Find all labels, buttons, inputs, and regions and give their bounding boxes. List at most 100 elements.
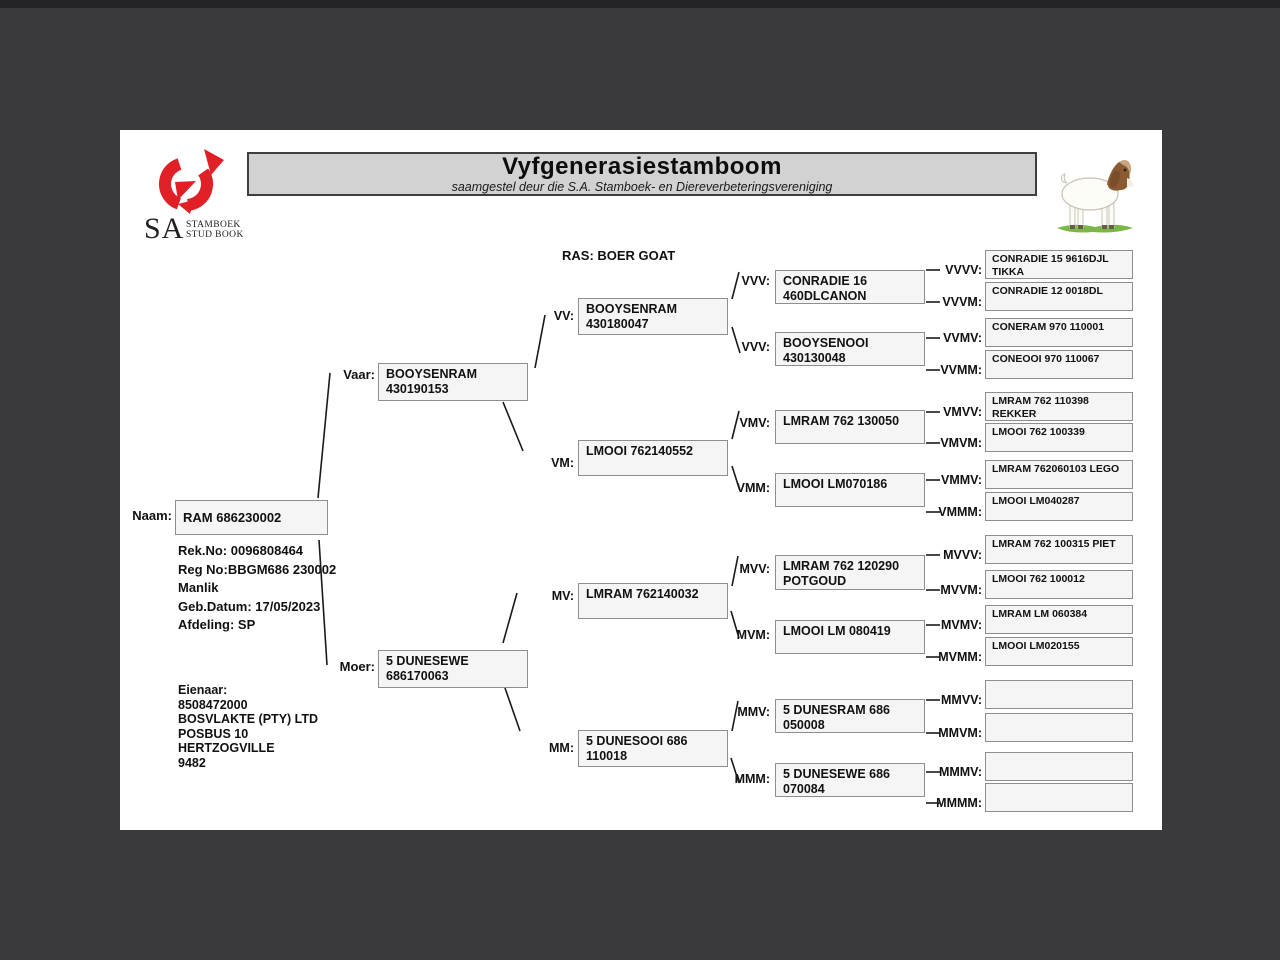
- mvv-name: LMRAM 762 120290: [783, 559, 900, 573]
- sa-stamboek-logo: SA STAMBOEK STUD BOOK: [144, 148, 264, 245]
- mvvv-box: LMRAM 762 100315 PIET: [985, 535, 1133, 564]
- vvmv-label: VVMV:: [943, 331, 982, 345]
- vv-label: VV:: [553, 309, 574, 323]
- mmvm-box: [985, 713, 1133, 742]
- vvv2-box: BOOYSENOOI 430130048: [775, 332, 925, 366]
- vvmm-label: VVMM:: [940, 363, 982, 377]
- window-top-strip: [0, 0, 1280, 8]
- mmm-number: 070084: [783, 782, 825, 796]
- owner-line: HERTZOGVILLE: [178, 741, 275, 756]
- vvv2-number: 430130048: [783, 351, 846, 365]
- mv-box: LMRAM 762140032: [578, 583, 728, 619]
- vmvv-box: LMRAM 762 110398 REKKER: [985, 392, 1133, 421]
- vvv2-name: BOOYSENOOI: [783, 336, 869, 350]
- vmv-box: LMRAM 762 130050: [775, 410, 925, 444]
- mmvv-label: MMVV:: [941, 693, 982, 707]
- vvvm-box: CONRADIE 12 0018DL: [985, 282, 1133, 311]
- vv-name: BOOYSENRAM: [586, 302, 677, 316]
- owner-heading: Eienaar:: [178, 683, 228, 697]
- mvmm-label: MVMM:: [938, 650, 982, 664]
- mm-box: 5 DUNESOOI 686 110018: [578, 730, 728, 767]
- mm-name: 5 DUNESOOI 686: [586, 734, 688, 748]
- mmmv-box: [985, 752, 1133, 781]
- mmm-name: 5 DUNESEWE 686: [783, 767, 890, 781]
- vvv1-label: VVV:: [741, 274, 771, 288]
- page-subtitle: saamgestel deur die S.A. Stamboek- en Di…: [451, 180, 833, 194]
- mvv-label: MVV:: [739, 562, 770, 576]
- pedigree-document-page: SA STAMBOEK STUD BOOK Vyfgenerasiestambo…: [120, 130, 1162, 830]
- moer-number: 686170063: [386, 669, 449, 683]
- division: Afdeling: SP: [178, 617, 256, 632]
- mvmv-label: MVMV:: [941, 618, 982, 632]
- vm-label: VM:: [551, 456, 574, 470]
- vmm-name: LMOOI LM070186: [783, 477, 888, 491]
- mvv-box: LMRAM 762 120290 POTGOUD: [775, 555, 925, 590]
- owner-line: POSBUS 10: [178, 726, 249, 741]
- vmmv-label: VMMV:: [941, 473, 982, 487]
- mv-label: MV:: [551, 589, 574, 603]
- mmmm-box: [985, 783, 1133, 812]
- mmvv-box: [985, 680, 1133, 709]
- mvm-name: LMOOI LM 080419: [783, 624, 891, 638]
- vvv1-name: CONRADIE 16: [783, 274, 868, 288]
- boer-goat-image: [1045, 152, 1140, 237]
- sa-stamboek-logo-icon: [159, 149, 224, 214]
- owner-line: BOSVLAKTE (PTY) LTD: [178, 712, 319, 727]
- vvvv-box: CONRADIE 15 9616DJL TIKKA: [985, 250, 1133, 279]
- vaar-name: BOOYSENRAM: [386, 367, 477, 381]
- mvm-label: MVM:: [736, 628, 770, 642]
- mvm-box: LMOOI LM 080419: [775, 620, 925, 654]
- mmmv-label: MMMV:: [938, 765, 982, 779]
- vmvm-label: VMVM:: [940, 436, 982, 450]
- mmv-name: 5 DUNESRAM 686: [783, 703, 890, 717]
- owner-line: 8508472000: [178, 697, 248, 712]
- vv-number: 430180047: [586, 317, 649, 331]
- moer-name: 5 DUNESEWE: [386, 654, 469, 668]
- moer-box: 5 DUNESEWE 686170063: [378, 650, 528, 688]
- subject-name-box: RAM 686230002: [175, 500, 328, 535]
- vv-box: BOOYSENRAM 430180047: [578, 298, 728, 335]
- vmmv-box: LMRAM 762060103 LEGO: [985, 460, 1133, 489]
- vmv-name: LMRAM 762 130050: [783, 414, 900, 428]
- vmvv-label: VMVV:: [943, 405, 982, 419]
- subject-name: RAM 686230002: [183, 510, 282, 525]
- mmm-box: 5 DUNESEWE 686 070084: [775, 763, 925, 797]
- vmmm-label: VMMM:: [938, 505, 982, 519]
- mmv-label: MMV:: [737, 705, 770, 719]
- vvvv-label: VVVV:: [945, 263, 982, 277]
- vvv2-label: VVV:: [741, 340, 771, 354]
- mm-label: MM:: [549, 741, 574, 755]
- title-box: Vyfgenerasiestamboom saamgestel deur die…: [247, 152, 1037, 196]
- vvv1-number: 460DLCANON: [783, 289, 867, 303]
- mv-name: LMRAM 762140032: [586, 587, 699, 601]
- logo-stamboek-text: STAMBOEK STUD BOOK: [186, 220, 244, 240]
- mvvm-box: LMOOI 762 100012: [985, 570, 1133, 599]
- mmm-label: MMM:: [734, 772, 770, 786]
- vaar-label: Vaar:: [343, 367, 375, 382]
- vvv1-box: CONRADIE 16 460DLCANON: [775, 270, 925, 304]
- sex: Manlik: [178, 580, 219, 595]
- vaar-number: 430190153: [386, 382, 449, 396]
- reg-no: Reg No:BBGM686 230002: [178, 561, 337, 577]
- mmvm-label: MMVM:: [938, 726, 982, 740]
- vvmv-box: CONERAM 970 110001: [985, 318, 1133, 347]
- mmv-box: 5 DUNESRAM 686 050008: [775, 699, 925, 733]
- vmm-box: LMOOI LM070186: [775, 473, 925, 507]
- page-title: Vyfgenerasiestamboom: [502, 153, 782, 180]
- owner-block: Eienaar: 8508472000 BOSVLAKTE (PTY) LTD …: [178, 683, 318, 771]
- vm-box: LMOOI 762140552: [578, 440, 728, 476]
- vm-name: LMOOI 762140552: [586, 444, 694, 458]
- breed-label: RAS: BOER GOAT: [562, 248, 676, 263]
- subject-details: Rek.No: 0096808464 Reg No:BBGM686 230002…: [178, 542, 336, 635]
- mm-number: 110018: [586, 749, 628, 763]
- logo-sa-text: SA: [144, 212, 185, 245]
- vvvm-label: VVVM:: [942, 295, 982, 309]
- owner-line: 9482: [178, 755, 206, 770]
- rek-no: Rek.No: 0096808464: [178, 543, 304, 558]
- mmmm-label: MMMM:: [936, 796, 982, 810]
- vaar-box: BOOYSENRAM 430190153: [378, 363, 528, 401]
- vmm-label: VMM:: [736, 481, 770, 495]
- vvmm-box: CONEOOI 970 110067: [985, 350, 1133, 379]
- mvv-number: POTGOUD: [783, 574, 847, 588]
- mvmv-box: LMRAM LM 060384: [985, 605, 1133, 634]
